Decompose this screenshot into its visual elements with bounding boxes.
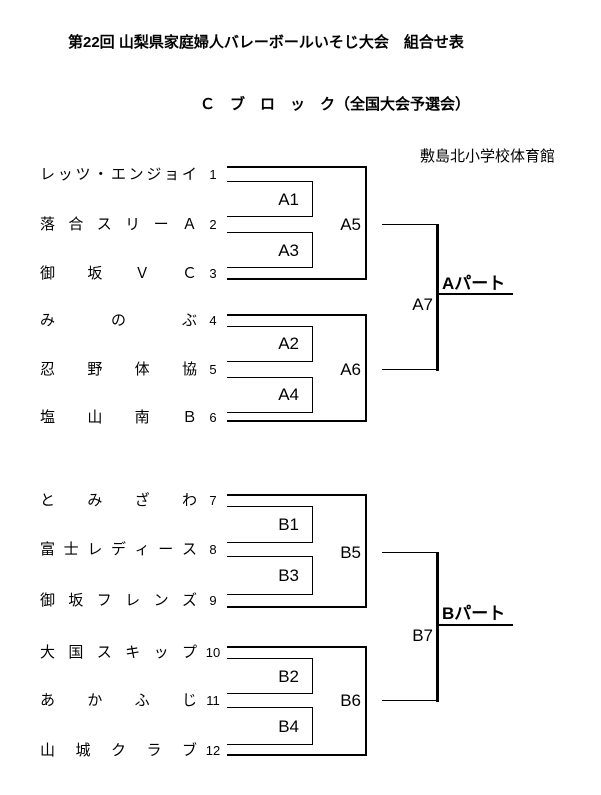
team-seed: 9	[209, 593, 217, 608]
team-seed: 7	[209, 493, 217, 508]
match-box-a5	[227, 166, 367, 280]
match-label-a6: A6	[340, 360, 361, 379]
match-label-a1: A1	[278, 190, 299, 209]
match-label-a4: A4	[278, 385, 299, 404]
tournament-title: 第22回 山梨県家庭婦人バレーボールいそじ大会 組合せ表	[68, 34, 464, 51]
connector-b5	[382, 552, 437, 553]
team-seed: 10	[205, 645, 221, 660]
match-box-a6	[227, 314, 367, 422]
team-name: 御坂フレンズ	[40, 592, 197, 609]
match-label-a5: A5	[340, 215, 361, 234]
team-seed: 11	[206, 693, 220, 708]
team-seed: 6	[209, 410, 217, 425]
match-label-b2: B2	[278, 667, 299, 686]
winner-line-a	[436, 293, 513, 295]
team-name: あかふじ	[40, 692, 197, 709]
winner-line-b	[436, 624, 513, 626]
team-seed: 1	[209, 167, 217, 182]
match-box-b2	[227, 658, 313, 694]
team-seed: 4	[209, 313, 217, 328]
match-label-b7: B7	[412, 626, 433, 645]
match-label-b3: B3	[278, 566, 299, 585]
connector-a5	[382, 224, 437, 225]
team-seed: 8	[209, 542, 217, 557]
match-box-b6	[227, 646, 367, 756]
match-label-b4: B4	[278, 717, 299, 736]
team-seed: 5	[209, 362, 217, 377]
match-box-a2	[227, 326, 313, 362]
match-label-a2: A2	[278, 334, 299, 353]
team-name: 富士レディース	[40, 541, 197, 558]
match-box-a3	[227, 232, 313, 268]
team-seed: 2	[209, 217, 217, 232]
team-name: 大国スキップ	[40, 644, 197, 661]
team-seed: 12	[205, 743, 221, 758]
match-box-b1	[227, 506, 313, 543]
team-name: とみざわ	[40, 492, 197, 509]
match-box-b3	[227, 556, 313, 595]
match-box-a1	[227, 181, 313, 217]
junction-line-a7	[436, 224, 439, 371]
match-label-b1: B1	[278, 515, 299, 534]
team-name: みのぶ	[40, 312, 197, 329]
part-label-b: Bパート	[442, 604, 506, 623]
part-label-a: Aパート	[442, 274, 506, 293]
team-name: 山城クラブ	[40, 742, 197, 759]
venue-label: 敷島北小学校体育館	[420, 148, 556, 165]
match-label-a3: A3	[278, 241, 299, 260]
match-box-a4	[227, 377, 313, 413]
team-name: 忍野体協	[40, 361, 197, 378]
match-label-b6: B6	[340, 691, 361, 710]
junction-line-b7	[436, 552, 439, 702]
connector-a6	[382, 369, 437, 370]
match-box-b4	[227, 707, 313, 745]
team-seed: 3	[209, 266, 217, 281]
block-subtitle: Ｃ ブ ロ ッ ク（全国大会予選会）	[200, 96, 471, 113]
match-box-b5	[227, 494, 367, 608]
match-label-b5: B5	[340, 543, 361, 562]
team-name: レッツ・エンジョイ	[40, 166, 197, 183]
match-label-a7: A7	[412, 295, 433, 314]
connector-b6	[382, 700, 437, 701]
